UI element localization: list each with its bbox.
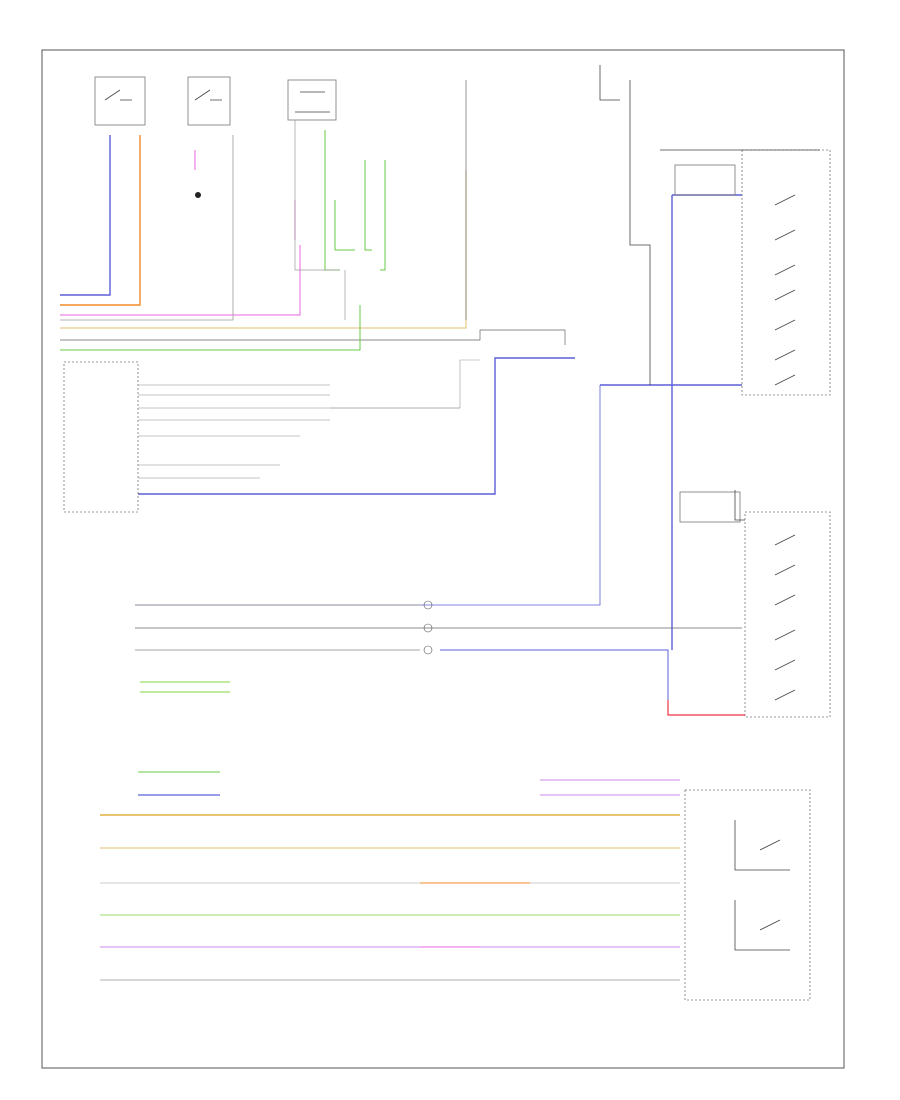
module-outline [63, 361, 139, 513]
steering-module-box [63, 357, 575, 513]
switch-box-2 [187, 76, 231, 126]
left-steering-switch-panel [599, 65, 831, 650]
wire-gray-harness [294, 120, 346, 320]
diagram-frame [41, 49, 845, 1069]
bus-violet-right [540, 779, 680, 796]
connector-right-mid [679, 491, 741, 523]
connector-box-top [287, 79, 337, 121]
switch-panel-mid [744, 511, 831, 718]
wire-dark-left [60, 329, 566, 345]
connector-top-right-symbol [599, 65, 620, 101]
top-left-wires [60, 80, 566, 351]
ground-symbol-1 [195, 192, 201, 198]
splice-3 [423, 645, 433, 655]
switch-contact-1 [104, 89, 132, 101]
connector-pins [295, 91, 330, 113]
wire-dark-right-top [629, 80, 820, 385]
connector-right-top [674, 164, 736, 196]
switch-contacts-top [774, 194, 796, 386]
wire-gray-left [60, 135, 234, 321]
wire-dark-right-mid [734, 490, 745, 521]
wire-gray-module [330, 359, 480, 409]
wire-blue-right-vertical [671, 194, 742, 650]
wire-green-left [60, 305, 361, 351]
mid-line-1 [135, 385, 601, 606]
wire-blue-module [138, 357, 575, 495]
wire-blue-left [60, 135, 111, 296]
switch-contacts-mid [774, 534, 796, 701]
splice-2 [423, 623, 433, 633]
mid-line-3-red [667, 700, 745, 716]
middle-signal-lines [135, 385, 745, 716]
top-left-switch-group [94, 76, 337, 198]
right-steering-switch-panel [679, 490, 831, 718]
wire-green-short [140, 681, 230, 693]
bottom-switch-contacts [734, 820, 790, 951]
switch-box-1 [94, 76, 146, 126]
switch-panel-top [741, 149, 831, 396]
bottom-switch-box [684, 789, 811, 1001]
mid-line-3-blue [440, 649, 745, 716]
wire-orange-left [60, 135, 141, 306]
wire-green-harness [324, 130, 386, 271]
splice-1 [423, 600, 433, 610]
switch-contact-2 [194, 89, 222, 101]
bottom-bus-lines [100, 771, 680, 981]
bottom-right-switch [684, 789, 811, 1001]
wire-pink-left [60, 150, 301, 316]
module-rows [138, 384, 460, 495]
